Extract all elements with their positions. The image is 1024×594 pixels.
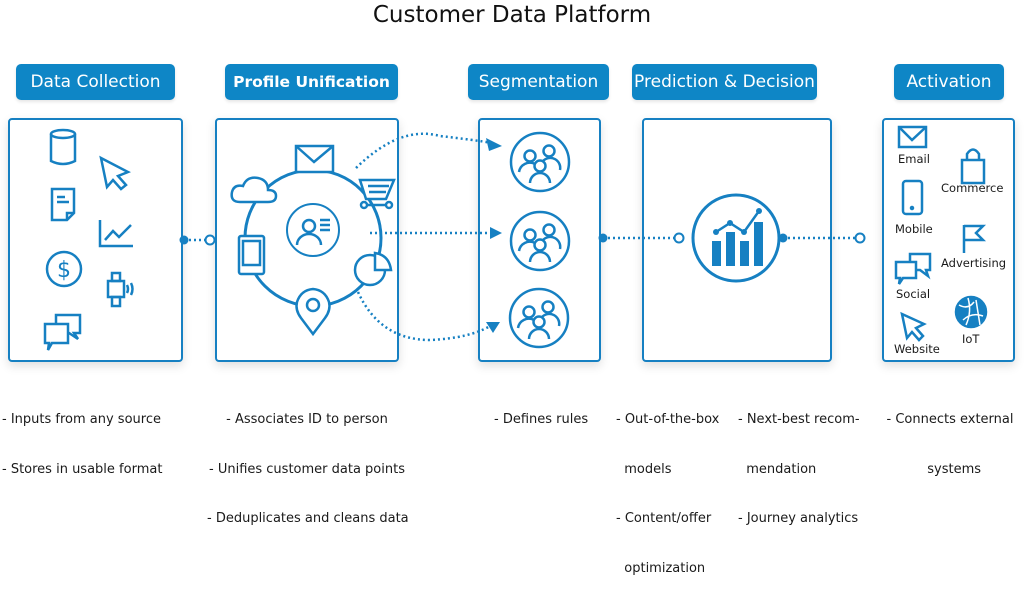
description-line: - Defines rules [494,412,589,427]
description-prediction-col1: - Out-of-the-box models - Content/offer … [616,379,719,594]
panel-segmentation [478,118,601,362]
stage-label-data-collection: Data Collection [16,64,175,100]
description-line: optimization [616,560,706,576]
description-line: - Content/offer [616,511,712,526]
description-segmentation: - Defines rules [494,379,588,445]
description-activation: - Connects external systems [880,379,1020,495]
description-line: systems [918,461,982,477]
description-profile-unification: - Associates ID to person - Unifies cust… [207,379,409,544]
panel-profile-unification [215,118,399,362]
stage-label-profile-unification: Profile Unification [225,64,398,100]
description-line: - Unifies customer data points [209,461,405,477]
description-prediction-col2: - Next-best recom- mendation - Journey a… [738,379,860,544]
description-line: - Associates ID to person [226,412,388,427]
description-line: - Stores in usable format [2,461,163,477]
description-line: - Journey analytics [738,511,859,526]
channel-label-mobile: Mobile [895,222,933,236]
channel-label-iot: IoT [962,332,980,346]
channel-label-website: Website [894,342,940,356]
panel-prediction-decision [642,118,832,362]
description-line: - Inputs from any source [2,412,161,427]
stage-label-prediction-decision: Prediction & Decision [632,64,817,100]
description-line: - Next-best recom- [738,412,860,427]
description-line: mendation [738,461,817,477]
description-line: - Connects external [886,412,1014,427]
description-data-collection: - Inputs from any source - Stores in usa… [2,379,162,495]
stage-label-activation: Activation [894,64,1004,100]
connector-collection-to-unification [179,234,216,246]
channel-label-email: Email [898,152,930,166]
page-title: Customer Data Platform [372,2,652,28]
description-line: models [616,461,672,477]
description-line: - Deduplicates and cleans data [207,511,409,526]
stage-label-segmentation: Segmentation [468,64,609,100]
panel-data-collection [8,118,183,362]
channel-label-advertising: Advertising [941,256,1007,270]
channel-label-commerce: Commerce [941,181,1004,195]
channel-label-social: Social [896,287,931,301]
description-line: - Out-of-the-box [616,412,720,427]
